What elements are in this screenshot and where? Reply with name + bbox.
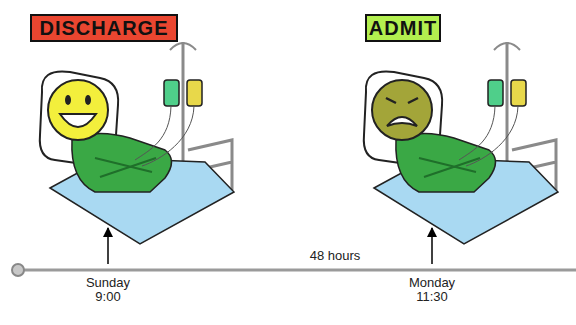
pointer-arrow bbox=[107, 228, 109, 264]
smile bbox=[60, 114, 96, 127]
timeline-start bbox=[12, 264, 24, 276]
box-label: ADMIT bbox=[369, 17, 437, 39]
patient-bed bbox=[40, 42, 234, 244]
face bbox=[48, 80, 108, 140]
timeline bbox=[18, 269, 576, 272]
eye bbox=[386, 98, 418, 103]
face bbox=[372, 80, 432, 140]
box-label: DISCHARGE bbox=[39, 17, 168, 39]
happy-face bbox=[48, 80, 108, 140]
pointer-arrow bbox=[431, 228, 433, 264]
eye bbox=[85, 95, 91, 105]
time-label: Sunday 9:00 bbox=[76, 276, 140, 304]
frown bbox=[387, 117, 417, 126]
duration-label: 48 hours bbox=[285, 249, 385, 263]
eye bbox=[65, 95, 71, 105]
sad-face bbox=[372, 80, 432, 140]
label-box: ADMIT bbox=[365, 14, 441, 42]
time-label: Monday 11:30 bbox=[400, 276, 464, 304]
label-box: DISCHARGE bbox=[30, 14, 178, 42]
patient-bed bbox=[364, 42, 558, 244]
